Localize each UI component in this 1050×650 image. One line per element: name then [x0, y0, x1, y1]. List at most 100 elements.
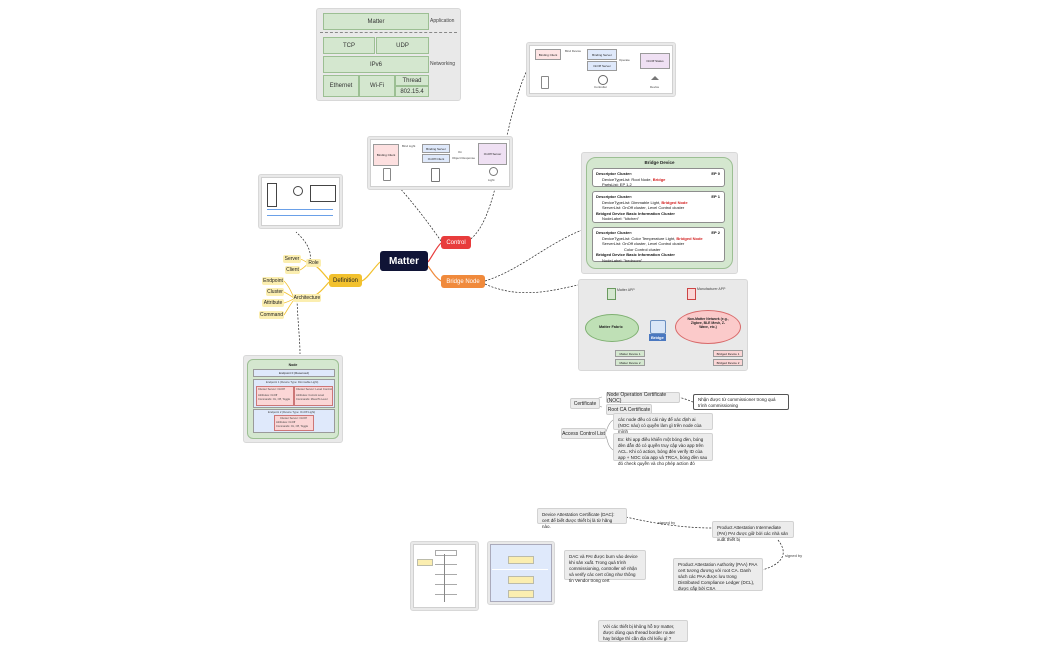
ep2-line5: NodeLabel: "bedroom"	[602, 257, 643, 263]
cm-onoff-client: OnOff Client	[422, 154, 450, 163]
bridged-device-1: Bridged Device 1	[713, 350, 743, 357]
cluster-onoff-2	[274, 415, 314, 431]
stack-ipv6: IPv6	[323, 56, 429, 73]
flow-step-2	[417, 559, 433, 566]
ct-home-icon	[651, 76, 659, 80]
leaf-client[interactable]: Client	[285, 266, 300, 274]
ep1-line1: Descriptor Cluster:	[596, 194, 633, 199]
pai-note: Product Attestation Intermediate (PAI) P…	[712, 521, 794, 542]
dac-burn-note: DAC và PAI được burn vào device khi sản …	[564, 550, 646, 583]
cm-phone-icon	[383, 168, 391, 181]
endpoint-2-box: EP 2 Descriptor Cluster: DeviceTypeList:…	[592, 227, 725, 263]
leaf-cluster[interactable]: Cluster	[266, 288, 284, 296]
link-arch-model	[296, 299, 301, 355]
ep1-line5: NodeLabel: "kitchen"	[602, 216, 640, 222]
signed-by-2: signed by	[785, 553, 803, 558]
switch-icon	[267, 183, 277, 207]
ep1-line3: ServerList: OnOff cluster, Level Control…	[602, 205, 685, 211]
paa-note: Product Attestation Authority (PAA) PAA …	[673, 558, 763, 591]
acl-note-2: Ex: khi app điều khiển một bóng đèn, bón…	[613, 433, 713, 466]
cluster-onoff-2-attr: Attributes: OnOff	[276, 421, 296, 424]
certificate-node[interactable]: Certificate	[570, 398, 600, 409]
ep0-line3: PartsList: EP 1,2	[602, 182, 632, 188]
noc-node[interactable]: Node Operation Certificate (NOC)	[606, 392, 680, 404]
link-root-bridge	[427, 265, 442, 282]
ct-phone-icon	[541, 76, 549, 89]
acl-node[interactable]: Access Control List	[561, 428, 606, 439]
bridged-device-2: Bridged Device 2	[713, 359, 743, 366]
ct-bind-device: Bind Device	[565, 49, 582, 53]
endpoint-1-label: Endpoint 1 (Device Type: Dimmable Light)	[266, 380, 319, 384]
cm-light-icon	[489, 167, 498, 176]
cm-hub-icon	[431, 168, 440, 182]
flow-step-5	[435, 584, 457, 588]
ct-onoff-status: OnOff Status	[640, 53, 670, 69]
cm-light-label: Light	[488, 178, 495, 182]
role-row-1	[267, 209, 333, 210]
control-diagram-top: Binding Client Bind Device Binding Serve…	[526, 42, 676, 97]
link-bridge-fabric	[484, 283, 579, 294]
cert-chain-card	[487, 541, 555, 605]
root-matter[interactable]: Matter	[380, 251, 428, 271]
stack-802154: 802.15.4	[395, 86, 429, 97]
branch-definition[interactable]: Definition	[329, 274, 362, 287]
branch-bridge-node[interactable]: Bridge Node	[441, 275, 485, 288]
leaf-role[interactable]: Role	[306, 259, 321, 267]
stack-udp: UDP	[376, 37, 429, 54]
matter-fabric-label: Matter Fabric	[599, 325, 623, 329]
endpoint-0-reserved: Endpoint 0 (Reserved)	[253, 369, 335, 377]
endpoint-0-box: EP 0 Descriptor Cluster: DeviceTypeList:…	[592, 168, 725, 187]
cluster-onoff-2-cmd: Commands: On, Off, Toggle	[276, 425, 309, 428]
stack-ethernet: Ethernet	[323, 75, 359, 97]
leaf-server[interactable]: Server	[283, 255, 301, 263]
ep2-line1: Descriptor Cluster:	[596, 230, 633, 235]
link-control-top	[467, 69, 528, 242]
matter-app-icon	[607, 288, 616, 300]
ep0-line1: Descriptor Cluster:	[596, 171, 633, 176]
ct-controller-label: Controller	[594, 85, 608, 89]
manufacturer-app-icon	[687, 288, 696, 300]
cert-chain-pai	[508, 576, 534, 584]
acl-note-1: các node đều có cái này để xác định ai (…	[613, 413, 713, 434]
noc-note: Nhận được từ commissioner trong quá trìn…	[693, 394, 789, 410]
flow-step-3	[435, 564, 457, 568]
non-matter-cloud	[675, 310, 741, 344]
flow-step-1	[435, 550, 457, 556]
cm-on: On	[458, 150, 463, 154]
label-networking: Networking	[430, 61, 456, 67]
leaf-endpoint[interactable]: Endpoint	[262, 277, 284, 285]
leaf-attribute[interactable]: Attribute	[262, 299, 284, 307]
link-bridge-device	[484, 229, 583, 282]
link-root-definition	[361, 261, 381, 282]
cert-chain-divider	[492, 569, 548, 570]
cluster-onoff-1-cmd: Commands: On, Off, Toggle	[258, 398, 291, 401]
flow-axis	[444, 554, 445, 602]
leaf-architecture[interactable]: Architecture	[293, 294, 321, 302]
endpoint-1-box: EP 1 Descriptor Cluster: DeviceTypeList:…	[592, 191, 725, 223]
link-root-control	[427, 242, 442, 263]
ct-binding-client: Binding Client	[535, 49, 561, 60]
leaf-command[interactable]: Command	[259, 311, 284, 319]
ep2-line3: ServerList: OnOff cluster, Level Control…	[602, 241, 685, 247]
ct-controller-icon	[598, 75, 608, 85]
cluster-onoff-1-title: Cluster Server: OnOff	[258, 387, 285, 391]
matter-device-2: Matter Device 2	[615, 359, 645, 366]
cert-chain-dac	[508, 590, 534, 598]
stack-tcp: TCP	[323, 37, 375, 54]
ct-operate: Operate	[619, 58, 630, 62]
bridge-label: Bridge	[649, 334, 666, 341]
bulb-icon	[293, 186, 303, 196]
cm-binding-server: Binding Server	[422, 144, 450, 153]
cert-chain-paa	[508, 556, 534, 564]
flow-step-6	[435, 594, 457, 598]
thread-question-note: Với các thiết bị không hỗ trợ matter, đư…	[598, 620, 688, 642]
ct-onoff-server: OnOff Server	[587, 61, 617, 71]
link-pai-paa	[761, 539, 784, 571]
branch-control[interactable]: Control	[441, 236, 471, 249]
role-icons-card	[258, 174, 343, 229]
manufacturer-app-label: Manufacturer APP	[697, 287, 726, 291]
cm-object-response: Object Response	[452, 156, 476, 160]
network-stack-card: Matter Application TCP UDP IPv6 Networki…	[316, 8, 461, 101]
ep0-line2: DeviceTypeList: Root Node, Bridge	[602, 176, 666, 182]
ct-binding-server: Binding Server	[587, 49, 617, 60]
